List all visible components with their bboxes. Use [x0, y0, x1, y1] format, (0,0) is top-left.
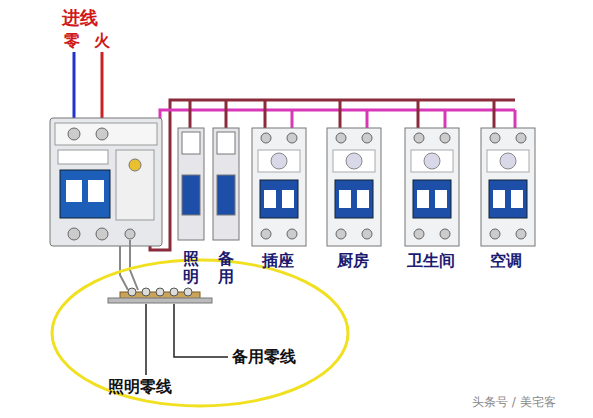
breaker-part	[490, 133, 500, 143]
breaker-part	[287, 133, 297, 143]
circuit-label: 卫生间	[407, 252, 455, 270]
breaker-part	[516, 133, 526, 143]
breaker-part	[261, 229, 271, 239]
breaker-part	[487, 150, 529, 172]
breaker-part	[414, 229, 424, 239]
breaker-part	[336, 229, 346, 239]
circuit-label: 备用	[218, 250, 234, 285]
breaker-part	[500, 153, 516, 169]
circuit-label: 厨房	[337, 252, 369, 270]
breaker-part	[440, 229, 450, 239]
breaker-part	[440, 133, 450, 143]
watermark: 头条号 / 美宅客	[472, 396, 556, 409]
breaker-part	[489, 180, 527, 218]
breaker-part	[336, 133, 346, 143]
breaker-part	[411, 150, 453, 172]
breaker-part	[335, 180, 373, 218]
breaker-part	[282, 190, 294, 208]
breaker-part	[271, 153, 287, 169]
breaker-part	[264, 190, 276, 208]
breaker-part	[346, 153, 362, 169]
breaker-part	[258, 150, 300, 172]
wire-label: 零	[64, 32, 80, 50]
breaker-part	[493, 190, 505, 208]
breaker-part	[333, 150, 375, 172]
wire-label: 火	[94, 32, 110, 50]
breaker-part	[414, 133, 424, 143]
breaker-part	[362, 133, 372, 143]
circuit-label: 插座	[262, 252, 294, 270]
breaker-part	[339, 190, 351, 208]
breaker-part	[413, 180, 451, 218]
breaker-part	[362, 229, 372, 239]
circuit-label: 空调	[490, 252, 522, 270]
breaker-part	[261, 133, 271, 143]
breaker-part	[424, 153, 440, 169]
breaker-part	[511, 190, 523, 208]
neutral-label: 照明零线	[108, 378, 172, 396]
breaker-part	[435, 190, 447, 208]
breaker-part	[490, 229, 500, 239]
breaker-part	[357, 190, 369, 208]
breaker-part	[417, 190, 429, 208]
circuit-label: 照明	[183, 250, 199, 285]
neutral-label: 备用零线	[232, 348, 296, 366]
breaker-part	[287, 229, 297, 239]
breaker-part	[516, 229, 526, 239]
title: 进线	[62, 8, 98, 28]
breaker-part	[260, 180, 298, 218]
